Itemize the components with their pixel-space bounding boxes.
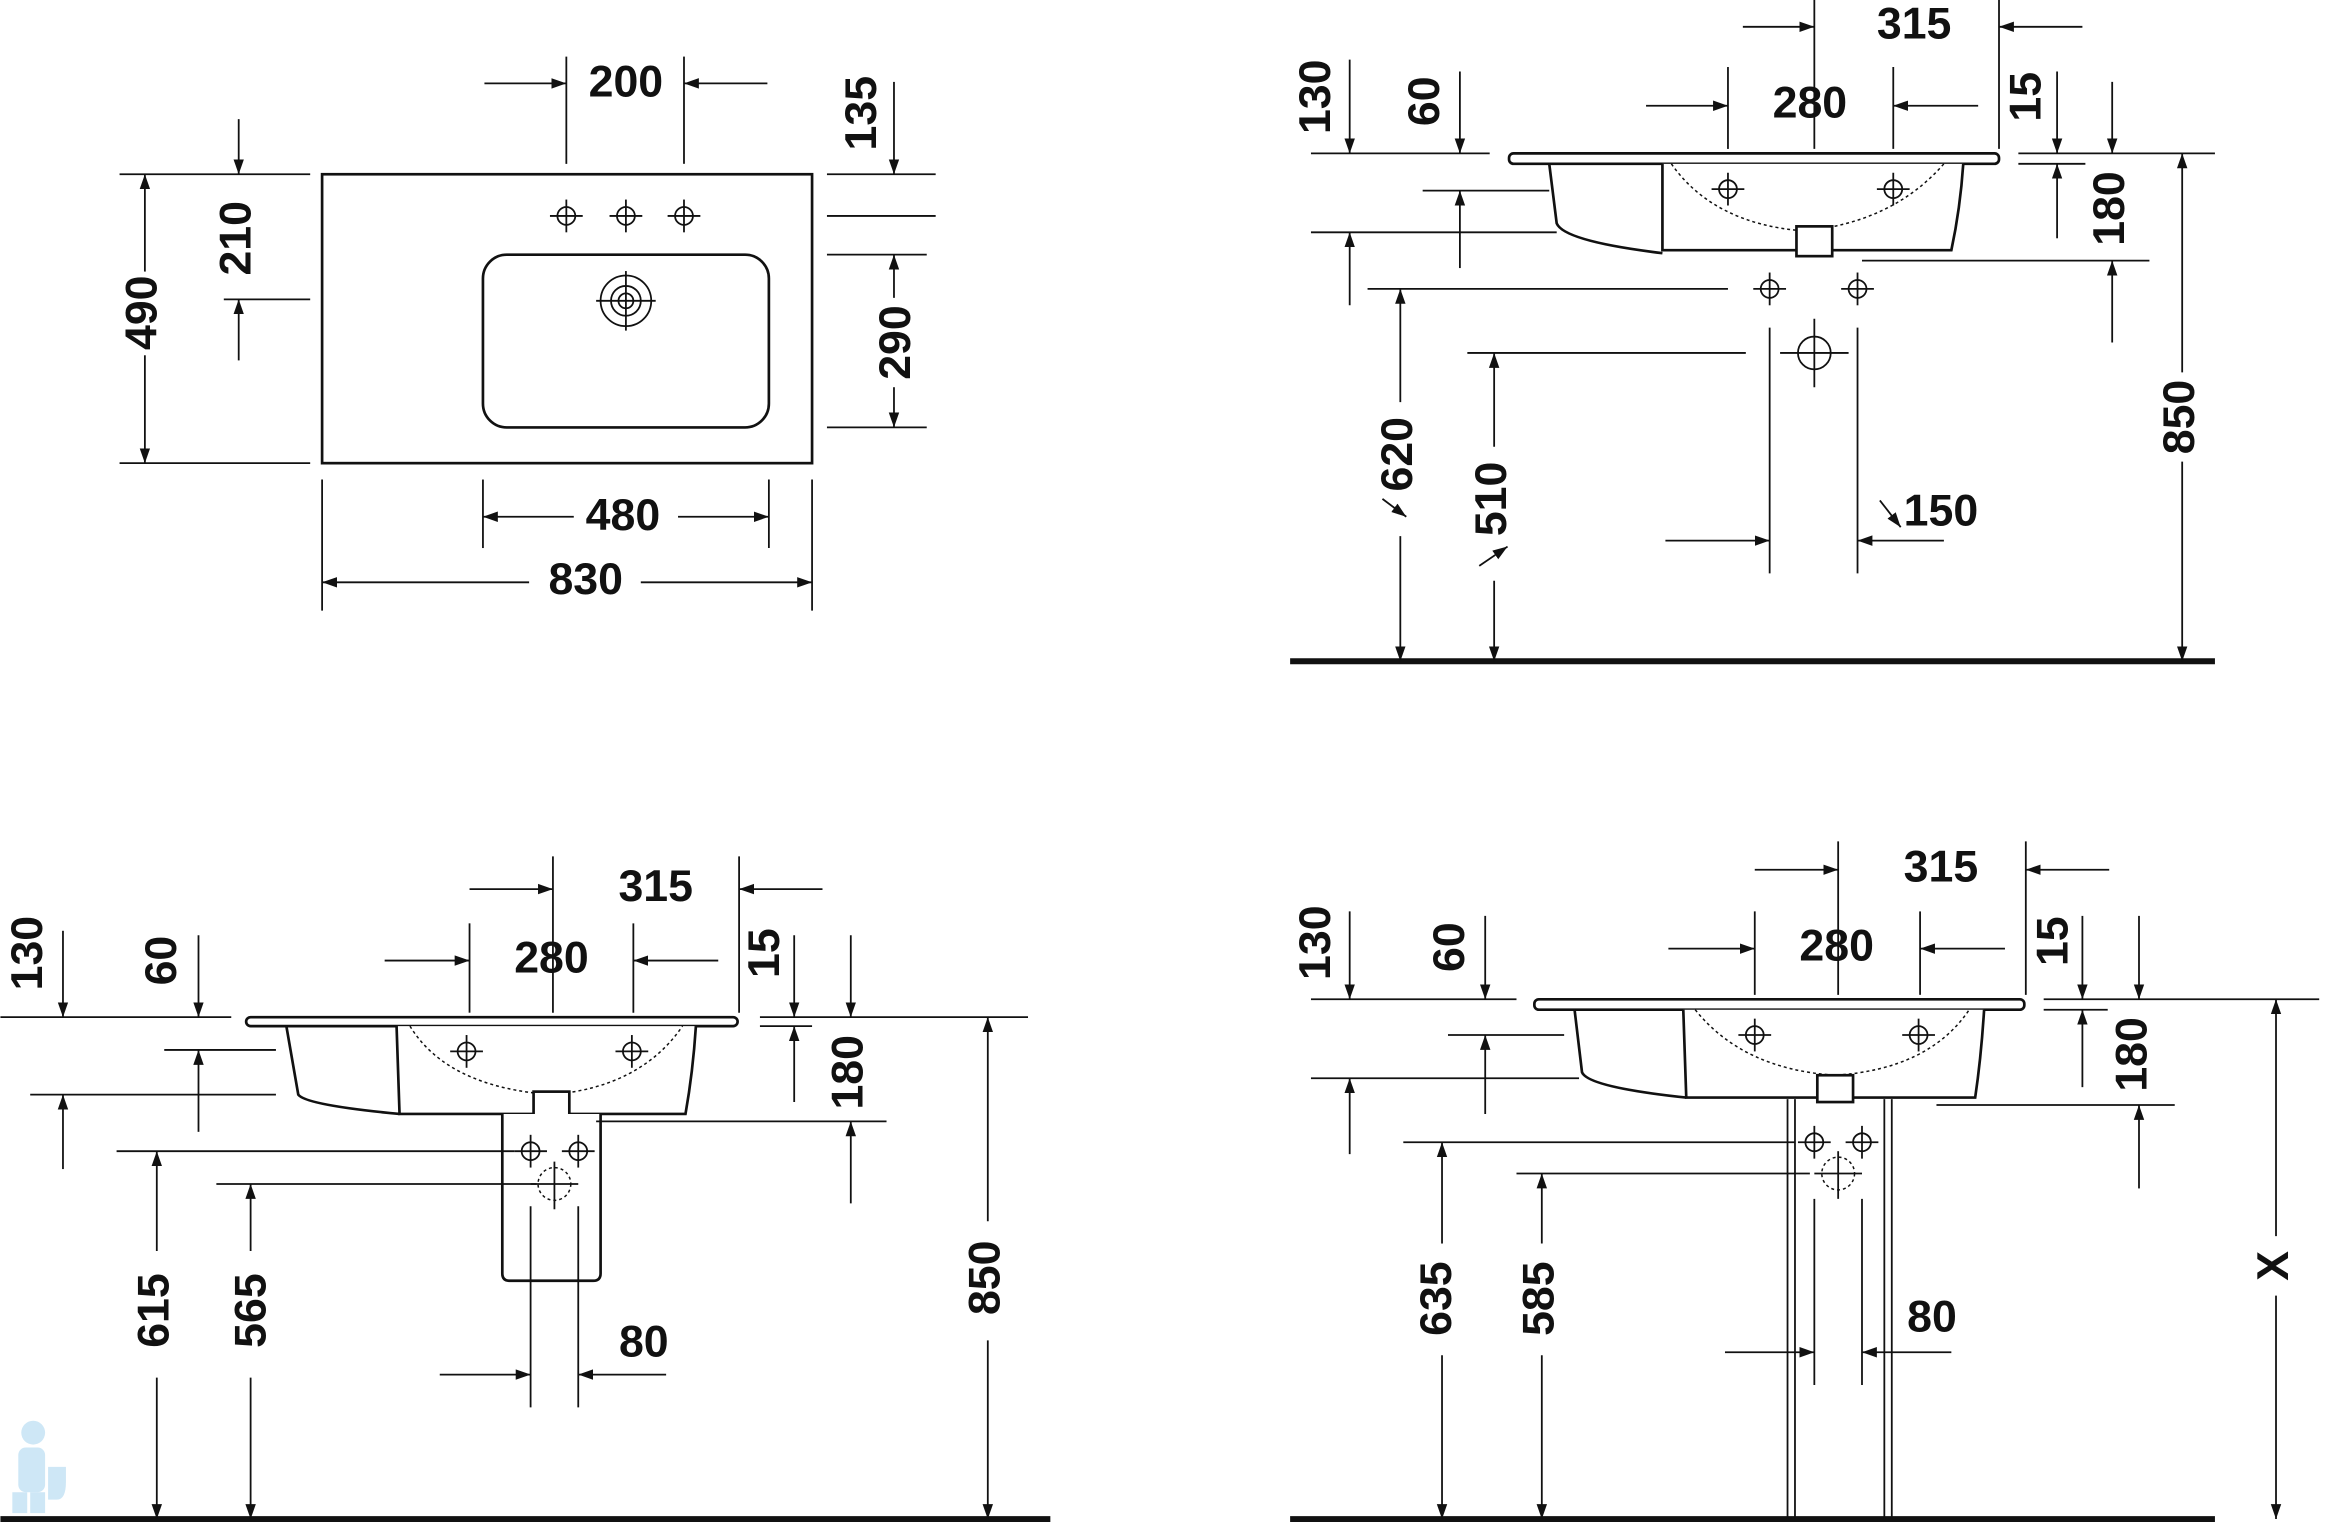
- dim-290: 290: [871, 305, 920, 380]
- dim-615: 615: [130, 1273, 179, 1348]
- dim-315: 315: [1904, 843, 1979, 892]
- dim-315: 315: [618, 862, 693, 911]
- dim-830: 830: [548, 555, 623, 604]
- dim-180: 180: [2107, 1017, 2156, 1092]
- dim-130: 130: [3, 916, 52, 991]
- dim-60: 60: [1400, 76, 1449, 126]
- dim-180: 180: [2085, 171, 2134, 246]
- basin-lip: [1507, 152, 2001, 166]
- dim-180: 180: [824, 1035, 873, 1110]
- waste-outlet-icon: [1780, 318, 1849, 388]
- dim-480: 480: [586, 491, 661, 540]
- basin-lip: [244, 1015, 739, 1028]
- dim-280: 280: [1773, 79, 1848, 128]
- dim-280: 280: [1799, 921, 1874, 970]
- basin-lip: [1533, 997, 2026, 1012]
- dimension-lines: [119, 56, 936, 611]
- dim-130: 130: [1291, 905, 1340, 980]
- dim-490: 490: [118, 275, 167, 350]
- dimension-lines: [1310, 0, 2215, 662]
- bowl-profile: [1681, 1009, 1986, 1099]
- dim-565: 565: [226, 1273, 275, 1348]
- dim-585: 585: [1515, 1261, 1564, 1336]
- dim-200: 200: [589, 58, 664, 107]
- dim-210: 210: [211, 201, 260, 276]
- siphon-cover: [500, 1113, 602, 1283]
- side-view-wall-mounted: 315 280 130 60 15 180 850 620 510 150: [1290, 0, 2215, 665]
- bowl-profile: [1661, 163, 1965, 252]
- side-view-siphon-cover: 315 280 130 60 15 180 850 615 565 80: [0, 856, 1051, 1523]
- bowl-profile: [395, 1026, 698, 1116]
- dim-80: 80: [1907, 1292, 1957, 1341]
- dim-15: 15: [2002, 72, 2051, 122]
- watermark-plumber-logo: [12, 1420, 66, 1514]
- side-view-pedestal: 315 280 130 60 15 180 X 635 585 80: [1290, 841, 2320, 1523]
- dim-60: 60: [137, 936, 186, 986]
- dim-15: 15: [740, 928, 789, 978]
- dim-315: 315: [1877, 0, 1952, 49]
- dim-60: 60: [1425, 922, 1474, 972]
- dim-150: 150: [1904, 487, 1979, 536]
- supply-left: [1752, 271, 1787, 307]
- top-view: 200 135 210 490 290 480 830: [112, 56, 936, 611]
- dim-850: 850: [961, 1241, 1010, 1316]
- dim-620: 620: [1373, 417, 1422, 492]
- bowl-outline: [481, 253, 771, 429]
- drain-outlet: [1795, 225, 1834, 258]
- dim-635: 635: [1412, 1261, 1461, 1336]
- basin-shelf: [1547, 163, 1663, 255]
- dim-80: 80: [619, 1318, 669, 1367]
- pedestal: [1786, 1099, 1893, 1520]
- dimension-lines: [1310, 841, 2320, 1520]
- dimension-lines: [0, 856, 1029, 1520]
- dim-850: 850: [2155, 380, 2204, 455]
- drain-icon: [596, 271, 656, 331]
- dim-130: 130: [1291, 60, 1340, 135]
- dim-135: 135: [837, 76, 886, 151]
- dim-x-height: X: [2249, 1251, 2298, 1281]
- dim-510: 510: [1467, 462, 1516, 537]
- dim-15: 15: [2028, 916, 2077, 966]
- dim-280: 280: [514, 933, 589, 982]
- supply-right: [1840, 271, 1875, 307]
